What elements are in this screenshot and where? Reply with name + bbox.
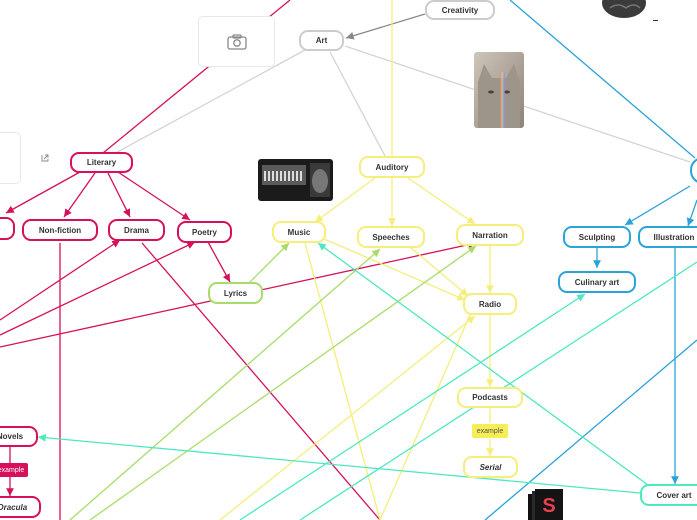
edge-music-down: [304, 242, 381, 520]
brain-image: [600, 0, 648, 20]
edge-right-sculpting: [624, 185, 691, 226]
node-podcasts[interactable]: Podcasts: [457, 387, 523, 408]
node-auditory[interactable]: Auditory: [359, 156, 425, 178]
node-illustration[interactable]: Illustration: [638, 226, 697, 248]
side-card[interactable]: [0, 132, 21, 184]
node-lyrics[interactable]: Lyrics: [208, 282, 263, 304]
edge-coverart-music: [317, 242, 649, 486]
edge-radio-down: [379, 314, 471, 520]
edge-creativity-art: [345, 13, 426, 40]
node-sculpting[interactable]: Sculpting: [563, 226, 631, 248]
node-music[interactable]: Music: [272, 221, 326, 243]
edge-lyrics-music: [247, 242, 290, 285]
image-placeholder-card[interactable]: [198, 16, 275, 67]
edge-right-bottom: [484, 339, 697, 520]
piano-photo: [258, 159, 333, 201]
node-narration[interactable]: Narration: [456, 224, 524, 246]
node-literary[interactable]: Literary: [70, 152, 133, 173]
svg-text:S: S: [542, 495, 555, 517]
external-link-icon[interactable]: [41, 154, 49, 162]
edge-bottom-radio: [219, 315, 476, 520]
edge-poetry-lyrics: [207, 241, 231, 283]
node-art[interactable]: Art: [299, 30, 344, 51]
edge-literary-drama: [107, 172, 131, 218]
node-drama[interactable]: Drama: [108, 219, 165, 241]
edge-music-radio: [321, 237, 466, 301]
small-dash: [653, 20, 658, 21]
edge-coverart-novels: [37, 433, 641, 494]
edge-auditory-narration: [407, 177, 476, 225]
node-serial[interactable]: Serial: [463, 456, 518, 478]
edge-bottom-speeches: [69, 248, 381, 520]
node-dracula[interactable]: Dracula: [0, 496, 41, 518]
node-poetry[interactable]: Poetry: [177, 221, 232, 243]
node-cover-art[interactable]: Cover art: [640, 484, 697, 506]
edge-literary-nonfiction: [63, 172, 96, 218]
edge-literary-poetry: [117, 171, 191, 221]
example-tag-podcasts[interactable]: example: [472, 424, 508, 438]
edge-bottom-culinary: [239, 293, 586, 520]
edge-literary-left: [5, 171, 81, 214]
edge-right-illustration: [686, 199, 697, 227]
edge-left-poetry: [0, 241, 196, 336]
node-left-cut[interactable]: [0, 217, 15, 240]
node-novels[interactable]: Novels: [0, 426, 38, 447]
node-culinary-art[interactable]: Culinary art: [558, 271, 636, 293]
edge-art-auditory: [329, 51, 386, 157]
edge-left-drama: [0, 239, 121, 321]
cat-photo: [474, 52, 524, 128]
node-creativity[interactable]: Creativity: [425, 0, 495, 20]
node-non-fiction[interactable]: Non-fiction: [22, 219, 98, 241]
edge-art-literary: [109, 49, 306, 157]
podcast-logo: S: [526, 488, 564, 520]
edge-top-right: [509, 0, 696, 159]
edge-auditory-music: [314, 177, 376, 223]
edge-bottom-narration: [89, 245, 477, 520]
edge-drama-down: [141, 242, 381, 520]
node-radio[interactable]: Radio: [463, 293, 517, 315]
example-tag-novels[interactable]: example: [0, 463, 28, 477]
node-speeches[interactable]: Speeches: [357, 226, 425, 248]
camera-icon: [226, 33, 247, 50]
